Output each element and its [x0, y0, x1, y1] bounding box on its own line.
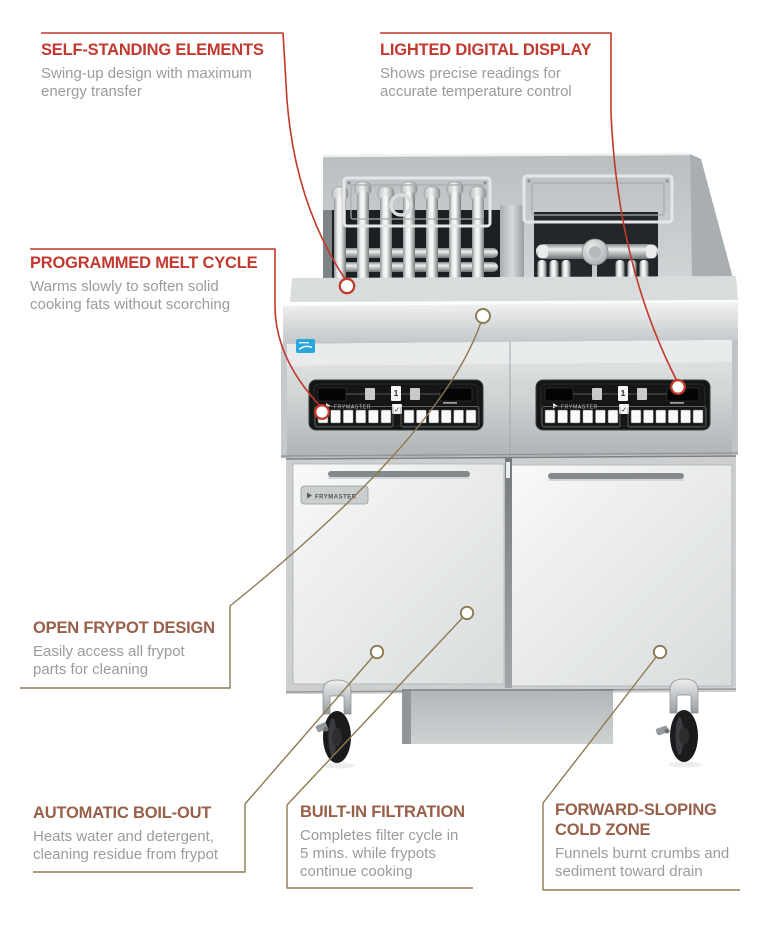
callout-leader-boil-out [33, 651, 378, 873]
olive-leader-lines [20, 315, 740, 891]
marker-cold-zone [652, 644, 668, 660]
callout-title: LIGHTED DIGITAL DISPLAY [380, 41, 592, 59]
callout-leader-open-frypot [20, 315, 484, 689]
callout-markers [314, 277, 686, 660]
door-gap [505, 458, 512, 688]
callout-description: Warms slowly to soften solid cooking fat… [30, 278, 231, 313]
callout-description: Funnels burnt crumbs and sediment toward… [555, 845, 730, 880]
callout-leader-melt-cycle [30, 248, 323, 409]
callout-title: FORWARD-SLOPING COLD ZONE [555, 801, 717, 839]
energy-star-badge [296, 339, 315, 353]
callout-title: BUILT-IN FILTRATION [300, 803, 465, 821]
marker-melt-cycle [314, 404, 330, 420]
callout-forward-sloping-cold-zone: FORWARD-SLOPING COLD ZONE Funnels burnt … [555, 800, 750, 881]
left-basket-hanger [342, 176, 492, 228]
right-door [510, 464, 733, 687]
well-divider [500, 205, 524, 290]
frymaster-door-badge: FRYMASTER [300, 485, 369, 505]
frymaster-arrow-icon [307, 492, 312, 499]
front-collar [283, 300, 738, 344]
callout-automatic-boil-out: AUTOMATIC BOIL-OUT Heats water and deter… [33, 803, 245, 864]
callout-built-in-filtration: BUILT-IN FILTRATION Completes filter cyc… [300, 802, 485, 881]
fryer-upper-section [282, 152, 739, 344]
callout-description: Swing-up design with maximum energy tran… [41, 65, 252, 100]
callout-leader-cold-zone [542, 651, 740, 891]
cabinet: FRYMASTER [285, 455, 737, 694]
callout-description: Completes filter cycle in 5 mins. while … [300, 827, 459, 880]
callout-leader-self-standing [41, 32, 348, 283]
left-door-handle [328, 471, 470, 477]
red-leader-lines [30, 32, 679, 409]
svg-text:FRYMASTER: FRYMASTER [315, 495, 357, 501]
callout-description: Shows precise readings for accurate temp… [380, 65, 572, 100]
callout-description: Easily access all frypot parts for clean… [33, 643, 185, 678]
filter-section [402, 689, 613, 744]
callout-title: AUTOMATIC BOIL-OUT [33, 804, 212, 822]
callout-title: SELF-STANDING ELEMENTS [41, 41, 264, 59]
caster-brakes [315, 722, 670, 736]
side-flange [690, 154, 737, 293]
control-band [280, 339, 739, 458]
right-basket-hanger [522, 174, 674, 224]
left-elements-assembly [331, 181, 498, 293]
callout-title: OPEN FRYPOT DESIGN [33, 619, 215, 637]
callout-programmed-melt-cycle: PROGRAMMED MELT CYCLE Warms slowly to so… [30, 253, 258, 314]
marker-open-frypot [475, 308, 491, 324]
callout-leader-digital-display [380, 32, 679, 384]
marker-filtration [459, 605, 475, 621]
hanger-ring [389, 193, 413, 217]
right-elements-assembly [536, 238, 658, 296]
control-panel-left [309, 380, 483, 430]
callout-self-standing-elements: SELF-STANDING ELEMENTS Swing-up design w… [41, 40, 264, 101]
callout-title: PROGRAMMED MELT CYCLE [30, 254, 258, 272]
marker-self-standing [338, 277, 356, 295]
marker-boil-out [369, 644, 385, 660]
callout-open-frypot-design: OPEN FRYPOT DESIGN Easily access all fry… [33, 618, 215, 679]
callout-lighted-digital-display: LIGHTED DIGITAL DISPLAY Shows precise re… [380, 40, 595, 101]
caster-right [667, 678, 703, 768]
marker-digital-display [670, 379, 686, 395]
right-door-handle [548, 473, 684, 479]
frypot-deck [290, 276, 738, 302]
callout-leader-filtration [286, 612, 473, 889]
callout-description: Heats water and detergent, cleaning resi… [33, 828, 219, 863]
